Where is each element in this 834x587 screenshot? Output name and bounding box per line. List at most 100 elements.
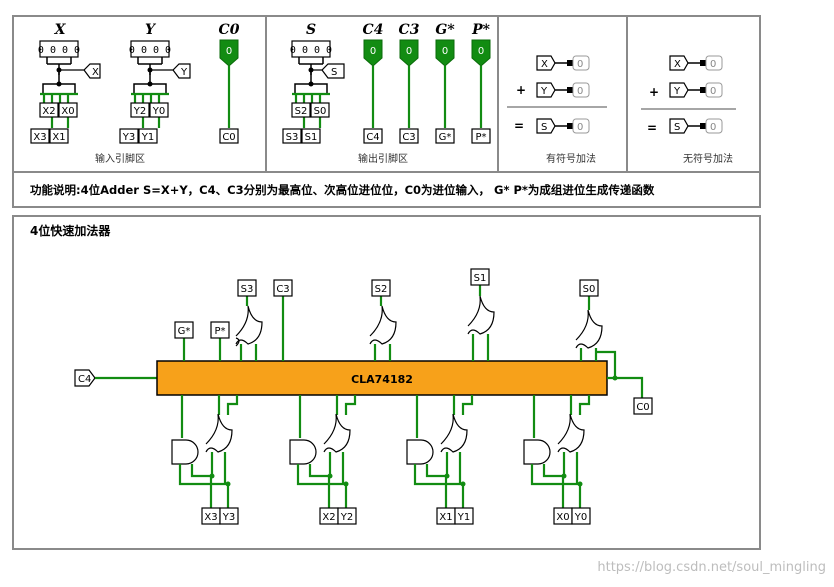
x2-tunnel: X2 xyxy=(42,106,55,117)
s1-out-label: S1 xyxy=(474,273,487,284)
svg-text:=: = xyxy=(514,119,524,133)
circuit-title: 4位快速加法器 xyxy=(30,223,111,238)
chip-label: CLA74182 xyxy=(351,373,413,386)
input-title-c0: C0 xyxy=(219,22,240,38)
y-input-pin[interactable] xyxy=(130,40,170,58)
top-panel-frame xyxy=(12,15,761,208)
svg-text:P*: P* xyxy=(214,326,225,337)
svg-text:0: 0 xyxy=(478,46,484,57)
x3-tunnel: X3 xyxy=(33,132,46,143)
c0-input-pin[interactable] xyxy=(219,39,239,67)
input-area-caption: 输入引脚区 xyxy=(95,152,145,165)
svg-text:0: 0 xyxy=(370,46,376,57)
svg-text:0: 0 xyxy=(577,59,583,70)
c3-out-label: C3 xyxy=(276,284,289,295)
y1-tunnel: Y1 xyxy=(141,132,154,143)
x-input-pin[interactable] xyxy=(39,40,79,58)
c0-input-value: 0 xyxy=(226,46,232,57)
output-title-g: G* xyxy=(435,22,455,38)
svg-text:0: 0 xyxy=(442,46,448,57)
xor-gate-s0 xyxy=(575,296,603,361)
s-tunnel-label: S xyxy=(331,67,337,78)
unsigned-caption: 无符号加法 xyxy=(683,152,733,165)
bit2-gate-group xyxy=(289,395,357,508)
y3-in-tunnel: Y3 xyxy=(222,512,235,523)
p-star-tunnel xyxy=(210,321,230,339)
c3-out-tunnel: C3 xyxy=(402,132,415,143)
x0-in-tunnel: X0 xyxy=(556,512,569,523)
y-tunnel-label: Y xyxy=(180,67,188,78)
unsigned-adder-panel: + = X 0 Y 0 S 0 无符号加法 xyxy=(641,55,736,165)
xor-gate-s3 xyxy=(235,296,263,361)
bit3-gate-group xyxy=(171,395,239,508)
x-input-value: 0 0 0 0 xyxy=(38,45,80,56)
svg-text:0: 0 xyxy=(710,59,716,70)
s-output-pin xyxy=(291,40,331,58)
svg-text:+: + xyxy=(516,83,526,97)
x1-in-tunnel: X1 xyxy=(439,512,452,523)
svg-text:0: 0 xyxy=(577,122,583,133)
x2-in-tunnel: X2 xyxy=(322,512,335,523)
input-title-y: Y xyxy=(145,22,157,38)
c3-output-led xyxy=(399,39,419,67)
svg-text:0: 0 xyxy=(577,86,583,97)
x1-tunnel: X1 xyxy=(52,132,65,143)
s1-tunnel: S1 xyxy=(305,132,318,143)
svg-text:X: X xyxy=(541,59,548,70)
signed-caption: 有符号加法 xyxy=(546,152,596,165)
s0-out-label: S0 xyxy=(583,284,596,295)
svg-text:Y: Y xyxy=(540,86,548,97)
c0-in-tunnel xyxy=(633,397,653,415)
x0-tunnel: X0 xyxy=(61,106,74,117)
y3-tunnel: Y3 xyxy=(122,132,135,143)
svg-text:S: S xyxy=(674,122,680,133)
output-title-s: S xyxy=(306,22,316,38)
s-output-value: 0 0 0 0 xyxy=(290,45,332,56)
s2-tunnel: S2 xyxy=(295,106,308,117)
svg-text:S: S xyxy=(541,122,547,133)
s0-tunnel: S0 xyxy=(314,106,327,117)
c4-out-tunnel: C4 xyxy=(366,132,379,143)
y0-in-tunnel: Y0 xyxy=(574,512,587,523)
svg-text:X: X xyxy=(674,59,681,70)
g-out-tunnel: G* xyxy=(439,132,452,143)
svg-text:G*: G* xyxy=(178,326,191,337)
y2-in-tunnel: Y2 xyxy=(340,512,353,523)
svg-text:Y: Y xyxy=(673,86,681,97)
y0-tunnel: Y0 xyxy=(152,106,165,117)
bit1-gate-group xyxy=(406,395,474,508)
output-area-caption: 输出引脚区 xyxy=(358,152,408,165)
output-title-c4: C4 xyxy=(363,22,384,38)
svg-text:C4: C4 xyxy=(78,374,91,385)
xor-gate-s1 xyxy=(467,285,495,361)
description-text: 功能说明:4位Adder S=X+Y，C4、C3分别为最高位、次高位进位位，C0… xyxy=(30,183,655,197)
s2-out-label: S2 xyxy=(375,284,388,295)
svg-text:0: 0 xyxy=(710,122,716,133)
svg-text:C0: C0 xyxy=(636,402,649,413)
s3-out-label: S3 xyxy=(241,284,254,295)
g-star-tunnel xyxy=(174,321,194,339)
svg-text:=: = xyxy=(647,121,657,135)
y2-tunnel: Y2 xyxy=(133,106,146,117)
svg-text:0: 0 xyxy=(710,86,716,97)
svg-text:+: + xyxy=(649,85,659,99)
input-title-x: X xyxy=(54,22,67,38)
p-out-tunnel: P* xyxy=(475,132,486,143)
output-title-p: P* xyxy=(471,22,491,38)
circuit-panel-frame xyxy=(12,215,761,550)
output-title-c3: C3 xyxy=(399,22,420,38)
signed-adder-panel: + = X 0 Y 0 S 0 有符号加法 xyxy=(507,55,607,165)
xor-gate-s2 xyxy=(369,296,397,361)
c4-tunnel xyxy=(74,369,96,387)
c4-output-led xyxy=(363,39,383,67)
y-input-value: 0 0 0 0 xyxy=(129,45,171,56)
bit0-gate-group xyxy=(523,395,591,508)
watermark: https://blog.csdn.net/soul_mingling xyxy=(597,560,826,575)
y1-in-tunnel: Y1 xyxy=(457,512,470,523)
g-output-led xyxy=(435,39,455,67)
svg-text:0: 0 xyxy=(406,46,412,57)
x3-in-tunnel: X3 xyxy=(204,512,217,523)
c0-tunnel: C0 xyxy=(222,132,235,143)
